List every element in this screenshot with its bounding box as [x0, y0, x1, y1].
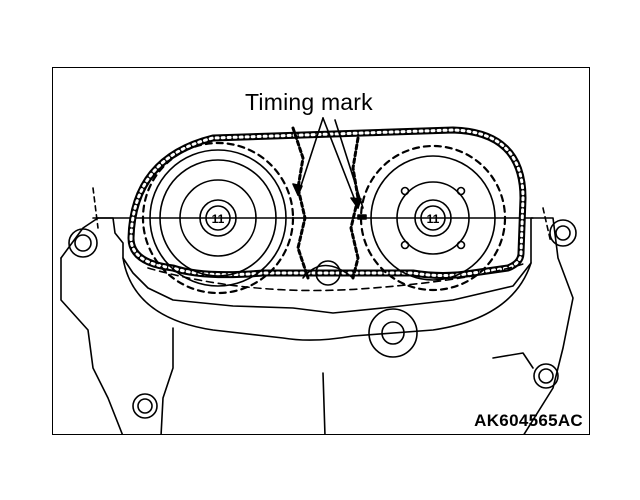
left-gear-teeth: [291, 126, 310, 280]
right-gear-teeth: [349, 136, 360, 280]
bolt-center-lower: [368, 308, 418, 358]
center-drive-gear: [302, 264, 354, 279]
dashed-guide-base: [147, 263, 524, 292]
leader-line-right: [322, 117, 359, 209]
block-center-drop: [322, 372, 326, 434]
engine-block-outline: [60, 217, 574, 434]
block-lower-curve: [122, 257, 532, 341]
block-left-edge: [60, 217, 99, 259]
right-sprocket-number: 11: [427, 212, 440, 226]
bolt-upper-right: [549, 219, 577, 247]
leader-line-right-2: [334, 119, 364, 209]
bolt-upper-left: [68, 228, 98, 258]
diagram-frame: 11 11 Timing mark AK604565AC: [52, 67, 590, 435]
timing-mark-label: Timing mark: [245, 89, 373, 115]
figure-code: AK604565AC: [474, 411, 583, 430]
engine-timing-illustration: 11 11: [60, 117, 577, 434]
timing-chain: [127, 126, 527, 279]
timing-chain-inner: [129, 128, 525, 277]
block-inner-line: [160, 327, 174, 434]
dashed-guide-right: [542, 207, 552, 244]
leader-line-left: [297, 117, 324, 196]
left-sprocket-number: 11: [212, 212, 225, 226]
bolt-lower-right: [533, 363, 559, 389]
dashed-guide-left: [92, 187, 99, 229]
block-right-ledge: [492, 352, 534, 369]
bolt-lower-left: [132, 393, 158, 419]
